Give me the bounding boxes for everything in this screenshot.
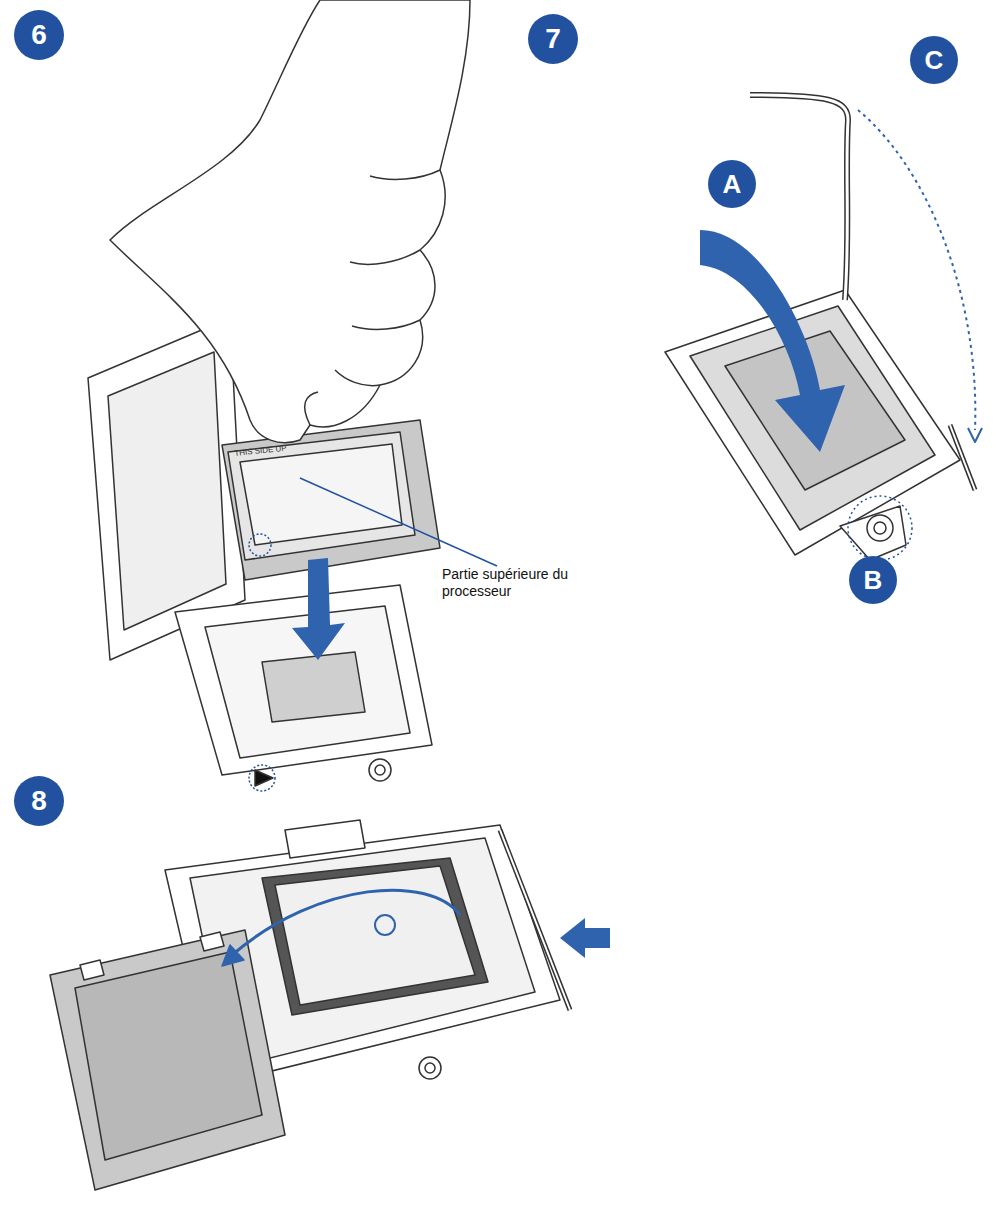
lever-head [968,428,982,442]
callout-number: 8 [14,776,64,826]
grip-point [375,915,395,935]
remove-head [222,945,244,966]
close-arrow [700,230,845,452]
hand [110,0,470,443]
part-label: Partie supérieure du processeur [442,566,582,600]
push-arrow [560,918,610,958]
callout-number: A [708,160,756,208]
callout-number: B [849,556,897,604]
cpu-with-cover [222,420,440,580]
callout-number: 7 [528,14,578,64]
callout-number: 6 [14,10,64,60]
removed-cover [50,930,285,1190]
remove-arrow [232,890,460,955]
leader-line [300,478,497,566]
callout-number: C [910,36,958,84]
down-arrow [292,558,345,660]
socket-closing [665,95,975,560]
lever-path [858,110,975,430]
